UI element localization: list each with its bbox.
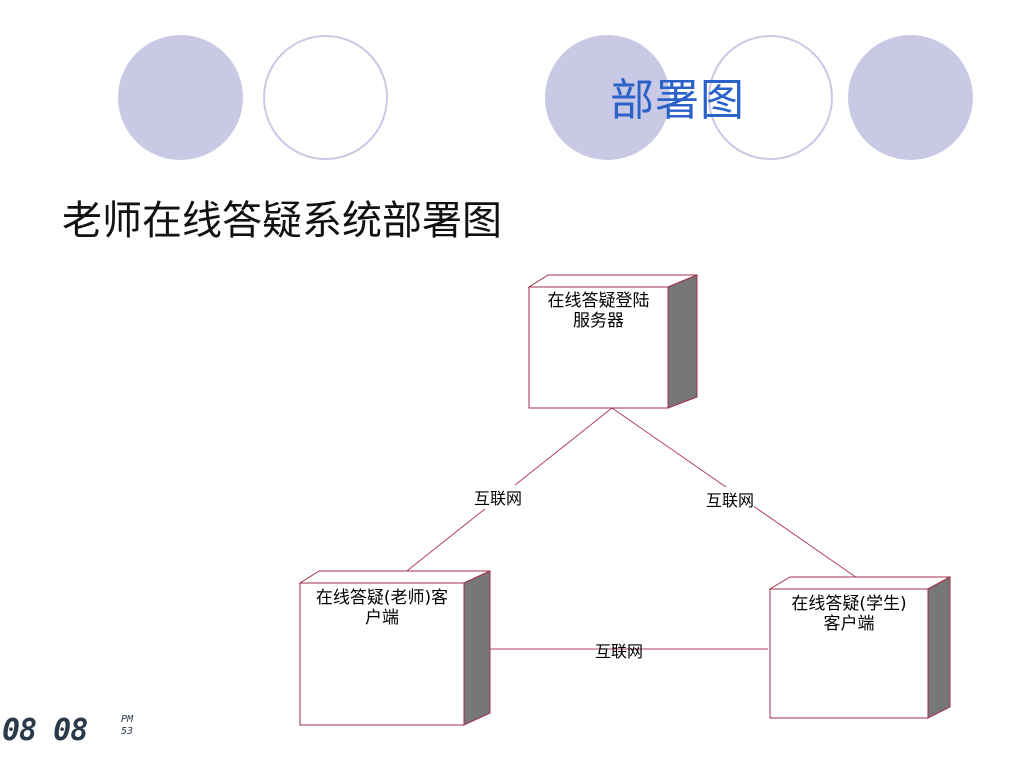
- decor-circle-outline-1: [263, 35, 388, 160]
- clock-ampm-seconds: PM 53: [121, 714, 141, 738]
- node-student-label: 在线答疑(学生) 客户端: [791, 594, 907, 634]
- edge-label-server-teacher: 互联网: [474, 485, 523, 509]
- node-server: [527, 274, 698, 409]
- slide-subtitle: 老师在线答疑系统部署图: [62, 198, 502, 244]
- decor-circle-filled-1: [118, 35, 243, 160]
- edge-label-server-student: 互联网: [706, 487, 755, 511]
- decor-circle-outline-2: [708, 35, 833, 160]
- node-teacher-label: 在线答疑(老师)客 户端: [315, 588, 449, 628]
- decor-circle-filled-2: [545, 35, 670, 160]
- node-teacher-client: [298, 570, 491, 726]
- node-student-client: [768, 576, 951, 719]
- decor-circle-filled-3: [848, 35, 973, 160]
- clock-time: 08 08: [2, 713, 88, 748]
- edge-label-teacher-student: 互联网: [595, 642, 644, 661]
- clock-ampm: PM: [121, 714, 134, 725]
- clock-seconds: 53: [121, 726, 134, 737]
- slide-header-title: 部署图: [610, 75, 745, 126]
- node-server-label: 在线答疑登陆 服务器: [547, 291, 650, 331]
